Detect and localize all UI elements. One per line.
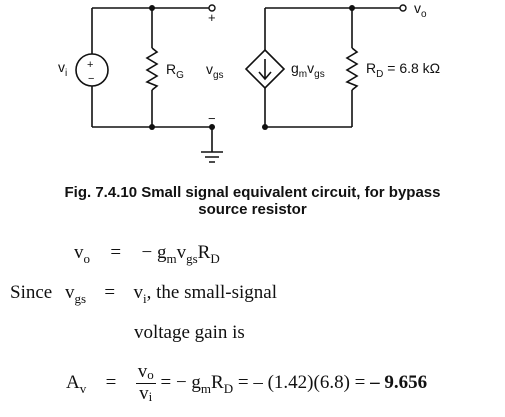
junction-dot <box>349 5 355 11</box>
terminal-gate <box>208 4 216 12</box>
figure-caption: Fig. 7.4.10 Small signal equivalent circ… <box>0 184 505 218</box>
node-minus: − <box>208 111 216 126</box>
terminal-output <box>399 4 407 12</box>
arrow-down-icon <box>258 59 272 81</box>
caption-line-1: Fig. 7.4.10 Small signal equivalent circ… <box>64 184 441 201</box>
vi-label: vi <box>58 59 67 79</box>
source-minus-sign: − <box>88 73 94 85</box>
resistor-rd-icon <box>345 47 359 91</box>
equation-since: Since vgs = vi, the small-signal <box>10 282 277 306</box>
voltage-source-icon <box>75 53 109 87</box>
source-plus-sign: + <box>87 59 93 71</box>
junction-dot <box>209 124 215 130</box>
text-voltage-gain: voltage gain is <box>134 322 245 343</box>
junction-dot <box>149 124 155 130</box>
node-plus: + <box>208 10 216 25</box>
rg-label: RG <box>166 61 184 81</box>
vo-label: vo <box>414 0 427 20</box>
gmvgs-label: gmvgs <box>291 60 325 80</box>
result-value: – 9.656 <box>370 371 428 393</box>
equation-gain: Av = vo vi = − gmRD = – (1.42)(6.8) = – … <box>66 361 428 405</box>
resistor-rg-icon <box>145 47 159 91</box>
caption-line-2: source resistor <box>198 201 307 218</box>
circuit-diagram: + − vi RG vgs + − gmvgs RD = 6.8 kΩ vo <box>58 0 440 163</box>
fraction-vo-vi: vo vi <box>135 361 156 404</box>
vgs-label: vgs <box>206 61 224 81</box>
junction-dot <box>149 5 155 11</box>
dependent-source-icon <box>244 48 286 90</box>
junction-dot <box>262 124 268 130</box>
ground-symbol <box>201 151 223 163</box>
equation-vo: vo = − gmvgsRD <box>74 242 220 266</box>
rd-label: RD = 6.8 kΩ <box>366 60 440 80</box>
